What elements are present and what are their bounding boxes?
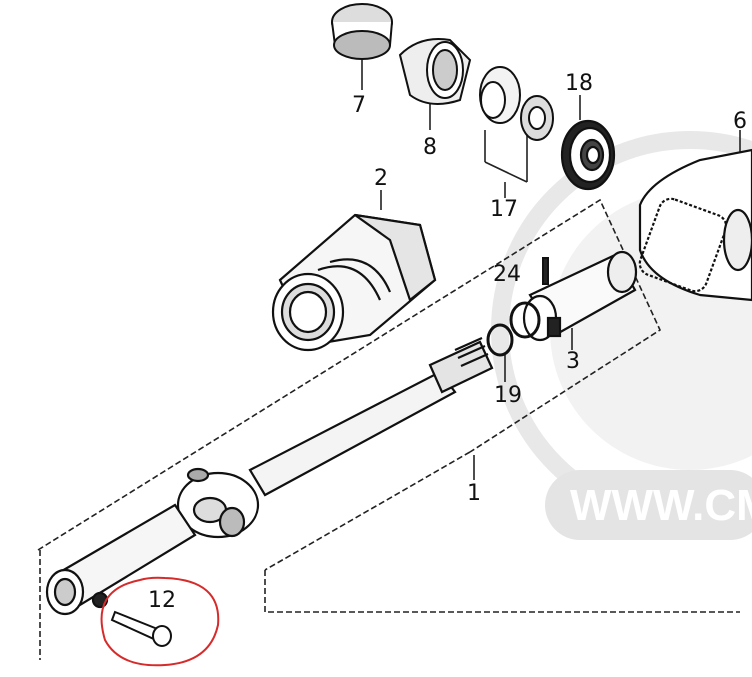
- part-12-pin: [110, 610, 172, 647]
- callout-labels: 7 8 18 6 2 17 24 3 19 1 12: [148, 71, 747, 613]
- part-6-housing: [638, 148, 752, 302]
- callout-18: 18: [565, 71, 593, 96]
- callout-1: 1: [467, 481, 481, 506]
- callout-3: 3: [566, 349, 580, 374]
- part-2-boot: [271, 213, 437, 352]
- part-24-pin: [542, 257, 549, 285]
- part-18-bearing: [560, 119, 616, 191]
- part-7-cap: [331, 3, 393, 60]
- part-17-sleeve: [479, 66, 554, 141]
- callout-8: 8: [423, 135, 437, 160]
- part-8-boot: [398, 38, 472, 105]
- part-19-oring: [486, 301, 541, 357]
- callout-24: 24: [493, 262, 521, 287]
- highlight-circle: [100, 576, 220, 667]
- part-1-driveshaft: [45, 336, 494, 616]
- callout-6: 6: [733, 109, 747, 134]
- callout-7: 7: [352, 93, 366, 118]
- callout-12: 12: [148, 588, 176, 613]
- callout-2: 2: [374, 166, 388, 191]
- callout-17: 17: [490, 197, 518, 222]
- callout-19: 19: [494, 383, 522, 408]
- watermark-text: WWW.CM: [570, 481, 752, 530]
